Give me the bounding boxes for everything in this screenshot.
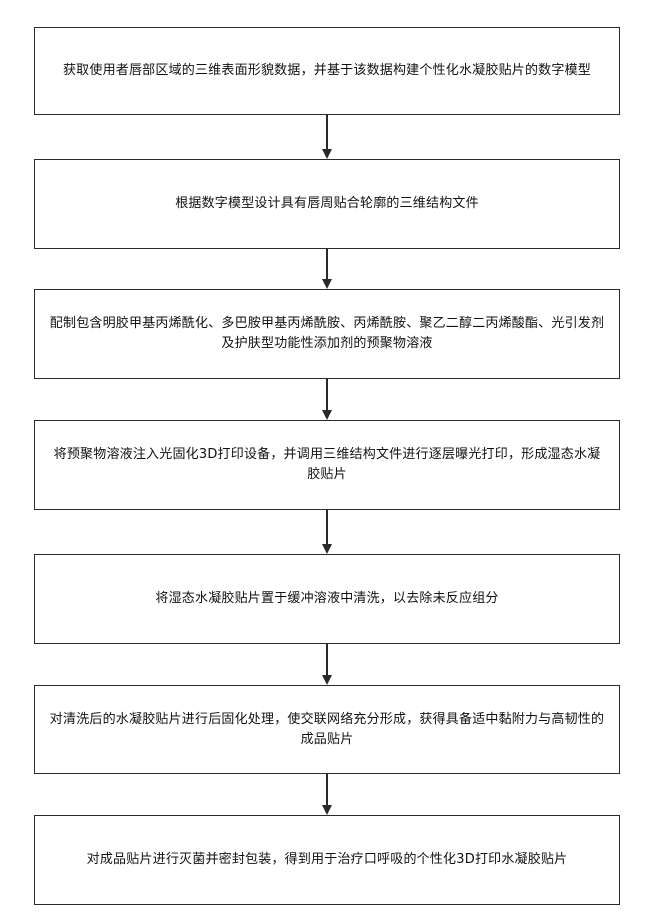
step-text-6: 对清洗后的水凝胶贴片进行后固化处理，使交联网络充分形成，获得具备适中黏附力与高韧…	[49, 710, 605, 750]
step-box-4: 将预聚物溶液注入光固化3D打印设备，并调用三维结构文件进行逐层曝光打印，形成湿态…	[34, 420, 620, 510]
arrow-down-icon	[322, 644, 332, 685]
arrow-down-icon	[322, 774, 332, 815]
step-box-3: 配制包含明胶甲基丙烯酰化、多巴胺甲基丙烯酰胺、丙烯酰胺、聚乙二醇二丙烯酸酯、光引…	[34, 289, 620, 379]
arrow-down-icon	[322, 249, 332, 289]
step-text-1: 获取使用者唇部区域的三维表面形貌数据，并基于该数据构建个性化水凝胶贴片的数字模型	[63, 61, 591, 81]
arrow-down-icon	[322, 115, 332, 159]
arrow-down-icon	[322, 379, 332, 420]
arrow-down-icon	[322, 510, 332, 554]
step-box-7: 对成品贴片进行灭菌并密封包装，得到用于治疗口呼吸的个性化3D打印水凝胶贴片	[34, 815, 620, 905]
step-box-5: 将湿态水凝胶贴片置于缓冲溶液中清洗，以去除未反应组分	[34, 554, 620, 644]
step-box-6: 对清洗后的水凝胶贴片进行后固化处理，使交联网络充分形成，获得具备适中黏附力与高韧…	[34, 685, 620, 774]
step-box-1: 获取使用者唇部区域的三维表面形貌数据，并基于该数据构建个性化水凝胶贴片的数字模型	[34, 27, 620, 115]
step-text-3: 配制包含明胶甲基丙烯酰化、多巴胺甲基丙烯酰胺、丙烯酰胺、聚乙二醇二丙烯酸酯、光引…	[49, 314, 605, 354]
step-text-5: 将湿态水凝胶贴片置于缓冲溶液中清洗，以去除未反应组分	[155, 589, 498, 609]
step-text-7: 对成品贴片进行灭菌并密封包装，得到用于治疗口呼吸的个性化3D打印水凝胶贴片	[87, 850, 568, 870]
step-box-2: 根据数字模型设计具有唇周贴合轮廓的三维结构文件	[34, 159, 620, 249]
step-text-4: 将预聚物溶液注入光固化3D打印设备，并调用三维结构文件进行逐层曝光打印，形成湿态…	[49, 445, 605, 485]
step-text-2: 根据数字模型设计具有唇周贴合轮廓的三维结构文件	[175, 194, 479, 214]
